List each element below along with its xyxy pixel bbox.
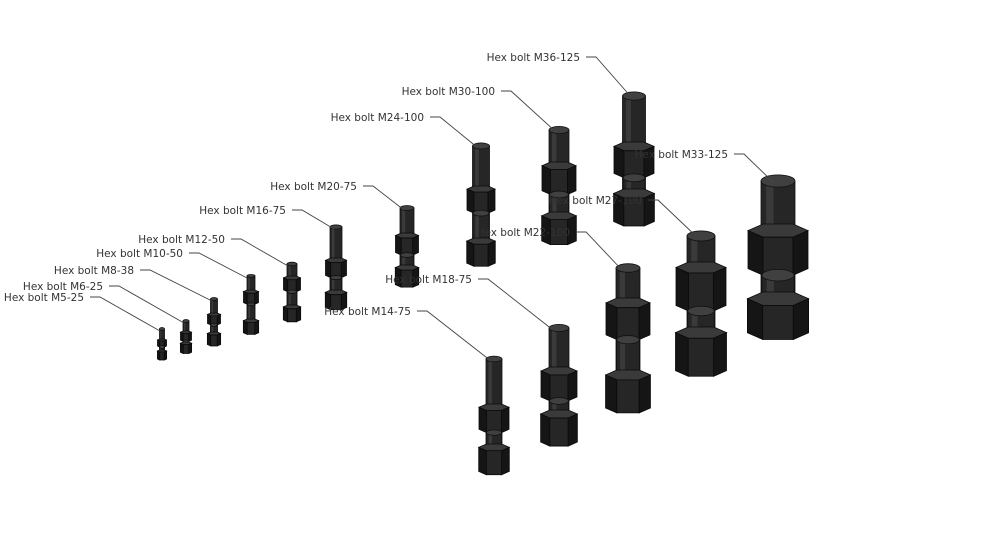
bolt-m16-75 <box>324 224 348 311</box>
bolt-nut <box>242 289 260 305</box>
bolt-m12-50 <box>282 261 302 323</box>
bolt-label-text: Hex bolt M10-50 <box>96 248 183 260</box>
bolt-nut <box>541 161 577 196</box>
bolt-label-m16-75: Hex bolt M16-75 <box>199 205 335 230</box>
bolt-m30-100 <box>540 126 578 246</box>
bolt-head <box>242 318 260 335</box>
bolt-label-m6-25: Hex bolt M6-25 <box>23 281 185 324</box>
leader-line <box>648 199 699 239</box>
leader-line <box>501 90 557 133</box>
bolt-label-m30-100: Hex bolt M30-100 <box>402 86 557 133</box>
bolt-nut <box>605 297 651 341</box>
bolt-label-m10-50: Hex bolt M10-50 <box>96 248 248 279</box>
leader-line <box>292 209 335 230</box>
leader-line <box>430 116 479 149</box>
bolts-layer <box>156 91 810 476</box>
bolt-nut <box>466 185 496 214</box>
bolt-m33-125 <box>746 174 810 341</box>
leader-line <box>363 185 405 211</box>
bolt-label-m14-75: Hex bolt M14-75 <box>324 306 492 362</box>
bolt-shaft-lower <box>472 209 490 245</box>
bolt-label-m12-50: Hex bolt M12-50 <box>138 234 289 267</box>
bolt-label-m8-38: Hex bolt M8-38 <box>54 265 213 302</box>
leader-line <box>478 278 554 331</box>
bolt-nut <box>394 232 420 256</box>
bolt-m5-25 <box>156 327 168 361</box>
bolt-label-text: Hex bolt M22-100 <box>477 227 570 239</box>
bolt-m6-25 <box>179 319 193 355</box>
bolt-head <box>179 341 193 355</box>
bolt-nut <box>478 403 510 434</box>
bolt-m10-50 <box>242 274 260 335</box>
bolt-shaft-lower <box>246 302 256 323</box>
bolt-head <box>540 211 578 246</box>
bolt-m14-75 <box>477 355 511 476</box>
bolt-label-m36-125: Hex bolt M36-125 <box>487 52 633 99</box>
bolt-m24-100 <box>465 142 497 267</box>
bolt-m22-100 <box>604 263 652 414</box>
bolt-label-text: Hex bolt M33-125 <box>635 149 728 161</box>
leader-line <box>576 231 623 271</box>
bolt-head <box>282 304 302 323</box>
bolt-head <box>477 443 511 476</box>
bolt-m18-75 <box>539 323 579 447</box>
bolt-label-text: Hex bolt M6-25 <box>23 281 103 293</box>
bolt-label-text: Hex bolt M24-100 <box>331 112 424 124</box>
leader-line <box>417 310 492 362</box>
bolt-label-m24-100: Hex bolt M24-100 <box>331 112 479 149</box>
bolt-label-m18-75: Hex bolt M18-75 <box>385 274 554 331</box>
bolt-nut <box>282 275 302 293</box>
bolt-nut <box>324 257 348 279</box>
bolt-head <box>604 369 652 414</box>
bolt-label-text: Hex bolt M8-38 <box>54 265 134 277</box>
bolt-label-m33-125: Hex bolt M33-125 <box>635 149 775 184</box>
bolt-head <box>324 289 348 311</box>
bolt-head <box>465 237 497 267</box>
bolt-label-text: Hex bolt M12-50 <box>138 234 225 246</box>
bolt-label-text: Hex bolt M16-75 <box>199 205 286 217</box>
bolt-label-m22-100: Hex bolt M22-100 <box>477 227 623 271</box>
bolt-label-m27-100: Hex bolt M27-100 <box>549 195 699 239</box>
leader-line <box>189 252 248 279</box>
bolt-head <box>674 326 728 377</box>
bolt-label-text: Hex bolt M14-75 <box>324 306 411 318</box>
leader-line <box>734 153 775 184</box>
bolt-head <box>206 331 222 347</box>
bolt-m36-125 <box>612 91 656 227</box>
bolt-label-text: Hex bolt M5-25 <box>4 292 84 304</box>
bolt-m8-38 <box>206 297 222 347</box>
bolt-label-text: Hex bolt M36-125 <box>487 52 580 64</box>
bolt-head <box>746 291 810 341</box>
bolt-nut <box>747 223 809 276</box>
bolt-label-m20-75: Hex bolt M20-75 <box>270 181 405 211</box>
bolt-head <box>394 264 420 288</box>
bolt-head <box>612 188 656 227</box>
leader-line <box>109 285 185 324</box>
bolt-label-text: Hex bolt M27-100 <box>549 195 642 207</box>
leader-line <box>231 238 289 267</box>
leader-line <box>586 56 633 99</box>
bolt-nut <box>675 261 727 312</box>
bolt-label-text: Hex bolt M20-75 <box>270 181 357 193</box>
bolt-label-text: Hex bolt M18-75 <box>385 274 472 286</box>
bolt-head <box>539 409 579 447</box>
bolt-nut <box>540 366 578 402</box>
leader-line <box>140 269 213 302</box>
bolt-m20-75 <box>394 205 420 288</box>
bolt-shaft-lower <box>159 345 165 353</box>
bolt-head <box>156 349 168 361</box>
bolt-nut <box>613 141 655 179</box>
bolt-label-text: Hex bolt M30-100 <box>402 86 495 98</box>
bolt-m27-100 <box>674 230 728 377</box>
leader-line <box>90 296 161 332</box>
bolt-label-m5-25: Hex bolt M5-25 <box>4 292 161 332</box>
